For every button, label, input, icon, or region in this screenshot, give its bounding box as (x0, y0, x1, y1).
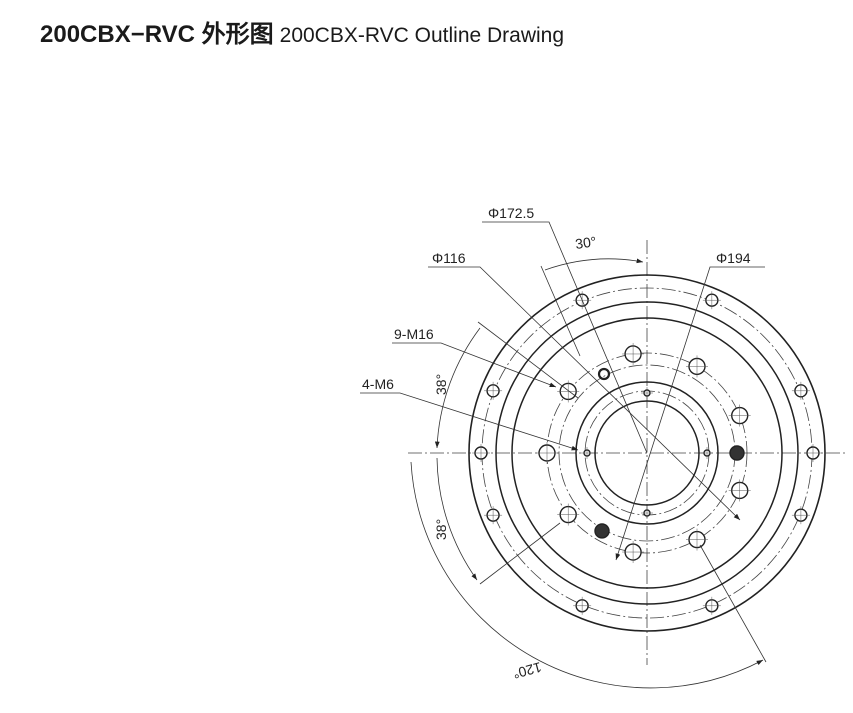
label-a30: 30° (574, 233, 597, 252)
a38-bottom-arc (436, 457, 478, 581)
m16-hole-crosshair (686, 528, 708, 551)
dowel-pin-hole (729, 445, 745, 461)
m16-hole-crosshair (622, 541, 645, 564)
label-d172: Φ172.5 (488, 205, 534, 221)
m6-hole-crosshair (581, 447, 593, 459)
outer-bolt-hole-crosshair (791, 506, 810, 525)
label-a38-bottom: 38° (433, 519, 449, 540)
hub-circle (575, 381, 719, 525)
bore-circle (594, 400, 700, 506)
label-a38-top: 38° (433, 374, 449, 395)
m16-hole-crosshair (686, 355, 708, 378)
m6-hole-crosshair (641, 507, 653, 519)
title-en: 200CBX-RVC Outline Drawing (279, 24, 565, 47)
m16-hole-crosshair (557, 380, 580, 403)
title-cn: 200CBX−RVC 外形图 (40, 21, 274, 48)
flange-geometry (408, 240, 845, 665)
a30-arc (544, 258, 644, 271)
flange-step-circle (495, 301, 799, 605)
a38-top-arc (434, 327, 481, 449)
outer-bolt-hole-crosshair (573, 596, 592, 615)
label-m6: 4-M6 (362, 376, 394, 392)
a38-ext2 (479, 522, 561, 585)
m6-leader (360, 392, 579, 451)
body-circle (511, 317, 783, 589)
label-m16: 9-M16 (394, 326, 434, 342)
dowel-pin-hole (594, 523, 610, 539)
dimension-leaders (360, 221, 767, 689)
outer-bolt-hole-crosshair (702, 291, 721, 310)
a38-ext1 (477, 321, 579, 399)
outer-bolt-hole-crosshair (702, 596, 721, 615)
d116-leader (428, 266, 741, 521)
m16-hole-crosshair (557, 503, 580, 526)
m16-hole-crosshair (622, 342, 645, 365)
outer-bolt-hole-crosshair (472, 444, 490, 462)
m16-hole-crosshair (536, 442, 558, 464)
m6-hole-crosshair (701, 447, 713, 459)
m16-leader (392, 342, 557, 388)
outer-bolt-hole-crosshair (791, 381, 810, 400)
outer-flange-circle (468, 274, 826, 632)
d194-leader (615, 266, 765, 561)
a120-ext (699, 544, 767, 663)
m16-hole-crosshair (728, 479, 751, 502)
d172-leader (482, 221, 648, 454)
m16-hole-crosshair (728, 404, 751, 427)
a120-arc (410, 461, 764, 689)
label-d194: Φ194 (716, 250, 751, 266)
outer-bolt-hole-crosshair (484, 506, 503, 525)
m6-hole-crosshair (641, 387, 653, 399)
label-d116: Φ116 (432, 250, 466, 266)
label-a120: 120° (511, 659, 543, 682)
a30-ext (540, 265, 581, 357)
outer-bolt-hole-crosshair (484, 381, 503, 400)
pin-hole (597, 367, 611, 381)
outer-bolt-hole-crosshair (804, 444, 822, 462)
